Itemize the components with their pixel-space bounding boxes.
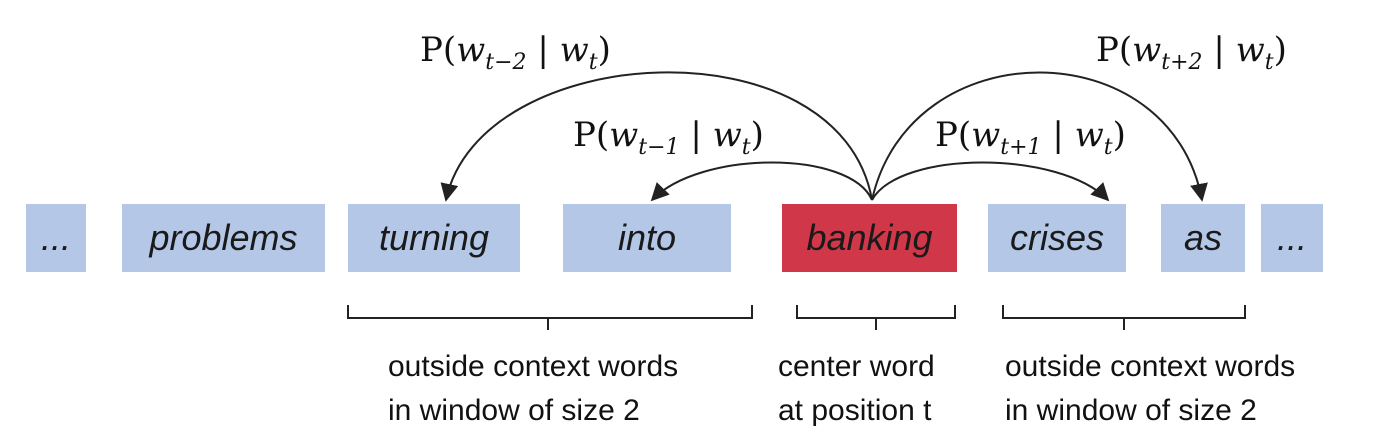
prob-label-t-minus-2: P(wt−2 | wt) <box>420 30 611 75</box>
word-crises: crises <box>988 204 1126 272</box>
word-as: as <box>1161 204 1245 272</box>
word-into: into <box>563 204 731 272</box>
prob-label-t-minus-1: P(wt−1 | wt) <box>573 115 764 160</box>
ellipsis-left: ... <box>26 204 86 272</box>
bracket-right <box>1002 305 1246 330</box>
arrow-t-minus-1 <box>650 161 873 202</box>
caption-right-context: outside context words in window of size … <box>1005 350 1296 427</box>
arrow-t-plus-2 <box>871 71 1208 202</box>
prob-label-t-plus-2: P(wt+2 | wt) <box>1096 30 1287 75</box>
bracket-left <box>347 305 753 330</box>
bracket-center <box>796 305 956 330</box>
caption-center-word: center word at position t <box>778 350 935 427</box>
ellipsis-right: ... <box>1261 204 1323 272</box>
word-banking-center: banking <box>782 204 957 272</box>
caption-left-context: outside context words in window of size … <box>388 350 679 427</box>
word-problems: problems <box>122 204 325 272</box>
prob-label-t-plus-1: P(wt+1 | wt) <box>935 115 1126 160</box>
arrow-t-minus-2 <box>440 71 873 202</box>
arrow-t-plus-1 <box>871 161 1110 202</box>
word-turning: turning <box>348 204 520 272</box>
